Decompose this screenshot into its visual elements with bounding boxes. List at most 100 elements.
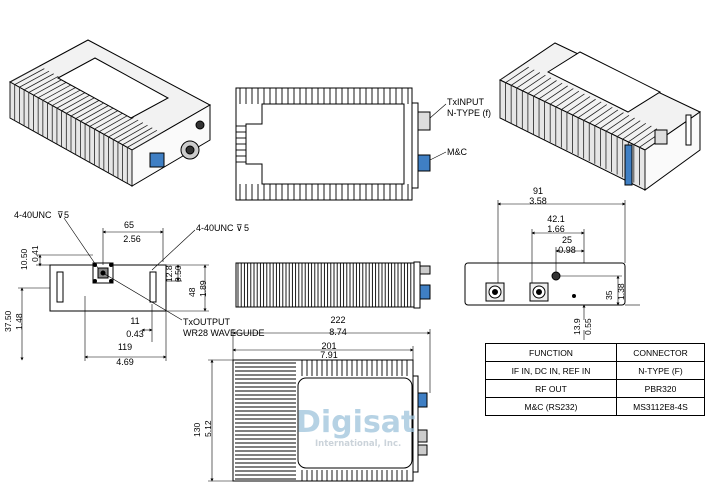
isometric-view-rear bbox=[498, 42, 701, 191]
dim-119-mm: 119 bbox=[118, 342, 132, 352]
heatsink-fin bbox=[589, 106, 613, 124]
heatsink-fin bbox=[56, 91, 87, 109]
tx-input-type-label: N-TYPE (f) bbox=[447, 108, 491, 118]
dim-130-in: 5.12 bbox=[203, 420, 213, 437]
dim-222-in: 8.74 bbox=[329, 327, 347, 337]
heatsink-fin bbox=[84, 106, 115, 125]
dim-91-in: 3.58 bbox=[529, 196, 547, 206]
table-row: RF OUT PBR320 bbox=[485, 379, 705, 398]
dim-10-mm: 10.50 bbox=[19, 248, 29, 270]
heatsink-fin bbox=[561, 93, 585, 110]
tap-left-depth-symbol: ⊽ bbox=[57, 210, 64, 220]
table-row: IF IN, DC IN, REF IN N-TYPE (F) bbox=[485, 361, 705, 380]
heatsink-fin bbox=[89, 109, 120, 127]
heatsink-fin bbox=[47, 86, 78, 104]
heatsink-fin bbox=[23, 73, 54, 91]
dim-11-in: 0.43 bbox=[126, 329, 144, 339]
tap-right-depth: 5 bbox=[244, 223, 249, 233]
side-connector-blue bbox=[419, 284, 431, 300]
tap-left-depth: 5 bbox=[64, 210, 69, 220]
heatsink-fin bbox=[42, 83, 73, 101]
heatsink-fin bbox=[566, 96, 591, 113]
heatsink-fin bbox=[533, 80, 557, 97]
heatsink-fin bbox=[122, 127, 153, 146]
heatsink-fin bbox=[616, 120, 641, 137]
table-header-row: FUNCTION CONNECTOR bbox=[485, 343, 705, 362]
dim-37-mm: 37.50 bbox=[3, 310, 13, 332]
heatsink-fin bbox=[555, 90, 580, 108]
mc-connector bbox=[417, 154, 431, 172]
heatsink-fin bbox=[516, 72, 541, 89]
dim-35-mm: 35 bbox=[604, 290, 614, 300]
dim-201-mm: 201 bbox=[321, 341, 336, 351]
heatsink-fin bbox=[583, 104, 607, 121]
heatsink-fin bbox=[622, 123, 647, 140]
watermark-sub: International, Inc. bbox=[315, 439, 401, 449]
connector-table: FUNCTION CONNECTOR IF IN, DC IN, REF IN … bbox=[485, 343, 705, 416]
heatsink-fin bbox=[14, 68, 45, 85]
top-view bbox=[235, 87, 431, 201]
dim-25-in: 0.98 bbox=[558, 245, 576, 255]
dim-222-mm: 222 bbox=[330, 315, 345, 325]
dim-65-mm: 65 bbox=[124, 220, 134, 230]
tx-input-label: TxINPUT bbox=[447, 97, 485, 107]
dim-10-in: 0.41 bbox=[30, 245, 40, 262]
heatsink-fin bbox=[61, 93, 92, 112]
heatsink-fin bbox=[577, 101, 602, 119]
heatsink-fin bbox=[633, 128, 658, 145]
table-cell-connector: MS3112E8-4S bbox=[616, 397, 705, 416]
tap-left-label: 4-40UNC bbox=[14, 210, 52, 220]
table-header-function: FUNCTION bbox=[485, 343, 617, 362]
heatsink-fin bbox=[611, 117, 635, 135]
isometric-view-front bbox=[8, 39, 212, 187]
table-cell-connector: N-TYPE (F) bbox=[616, 361, 705, 380]
dim-119-in: 4.69 bbox=[116, 357, 134, 367]
heatsink-fin bbox=[117, 124, 148, 143]
heatsink-fin bbox=[75, 101, 106, 119]
left-end-view bbox=[49, 262, 167, 312]
heatsink-fin bbox=[605, 114, 630, 132]
heatsink-fin bbox=[98, 114, 129, 133]
dim-130-mm: 130 bbox=[192, 423, 202, 437]
table-cell-connector: PBR320 bbox=[616, 379, 705, 398]
end-connector-small bbox=[551, 271, 561, 281]
dim-42-in: 1.66 bbox=[547, 224, 565, 234]
heatsink-fin bbox=[499, 64, 524, 81]
heatsink-fin bbox=[538, 82, 563, 100]
heatsink-fin bbox=[94, 111, 125, 130]
dim-13-mm: 13.9 bbox=[572, 318, 582, 335]
heatsink-fin bbox=[594, 109, 619, 127]
dim-25-mm: 25 bbox=[562, 235, 572, 245]
watermark-brand: Digisat bbox=[296, 405, 415, 440]
dim-201-in: 7.91 bbox=[320, 350, 338, 360]
tap-right-label: 4-40UNC bbox=[196, 223, 234, 233]
waveguide-label: WR28 WAVEGUIDE bbox=[183, 328, 265, 338]
mc-label: M&C bbox=[447, 147, 468, 157]
tx-input-connector bbox=[417, 111, 431, 131]
dim-12-in: 0.50 bbox=[173, 265, 183, 282]
heatsink-fin bbox=[9, 65, 40, 83]
heatsink-fin bbox=[108, 119, 139, 138]
iso-connector-blue bbox=[149, 152, 165, 168]
table-header-connector: CONNECTOR bbox=[616, 343, 705, 362]
dim-65-in: 2.56 bbox=[123, 234, 141, 244]
heatsink-fin bbox=[572, 98, 596, 116]
iso-rear-blue-strip bbox=[624, 144, 633, 186]
bottom-plan-view bbox=[232, 359, 428, 482]
dim-11-mm: 11 bbox=[130, 316, 139, 326]
dimension-lines bbox=[18, 200, 640, 482]
dim-91-mm: 91 bbox=[533, 186, 543, 196]
heatsink-fin bbox=[600, 112, 624, 129]
heatsink-fin bbox=[66, 96, 97, 114]
table-cell-function: M&C (RS232) bbox=[485, 397, 617, 416]
dim-42-mm: 42.1 bbox=[547, 214, 565, 224]
right-end-view bbox=[464, 262, 626, 306]
heatsink-fin bbox=[549, 88, 574, 105]
heatsink-fin bbox=[52, 88, 83, 106]
table-row: M&C (RS232) MS3112E8-4S bbox=[485, 397, 705, 416]
heatsink-fin bbox=[19, 70, 50, 88]
dim-37-in: 1.48 bbox=[14, 313, 24, 330]
heatsink-fin bbox=[33, 78, 64, 96]
